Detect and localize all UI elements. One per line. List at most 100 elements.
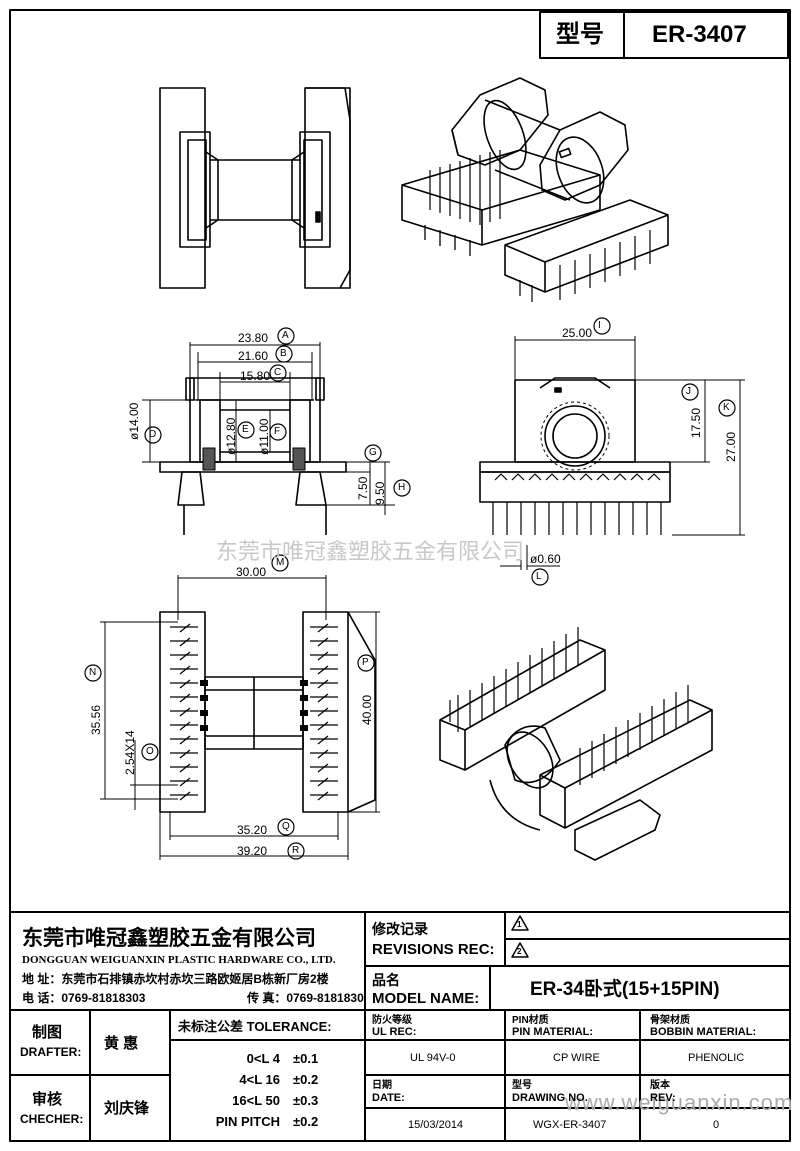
drafter-label-en: DRAFTER: bbox=[20, 1045, 82, 1059]
revision-2: 2 bbox=[517, 947, 522, 956]
dim-letter-F: F bbox=[274, 426, 281, 437]
watermark-url: www.weiguanxin.com bbox=[565, 1090, 794, 1115]
dim-circle-E bbox=[237, 421, 255, 439]
revision-1: 1 bbox=[517, 920, 522, 929]
pin-value: CP WIRE bbox=[553, 1052, 600, 1064]
dim-C: 15.80 bbox=[240, 369, 271, 383]
dim-letter-L: L bbox=[536, 571, 542, 582]
dim-letter-H: H bbox=[398, 482, 406, 493]
dim-M: 30.00 bbox=[236, 565, 267, 579]
checker-label-en: CHECHER: bbox=[20, 1112, 84, 1126]
dim-letter-I: I bbox=[598, 320, 601, 331]
dim-H: 9.50 bbox=[373, 481, 387, 505]
dim-circle-L bbox=[531, 568, 549, 586]
model-name-value: ER-34卧式(15+15PIN) bbox=[530, 979, 720, 1000]
date-value: 15/03/2014 bbox=[408, 1119, 464, 1131]
company-fax: 传 真：0769-8181830 bbox=[247, 991, 364, 1005]
isometric-view-2 bbox=[439, 627, 713, 861]
checker-name: 刘庆锋 bbox=[104, 1100, 150, 1117]
dim-O: 2.54X14 bbox=[123, 730, 137, 775]
dim-N: 35.56 bbox=[89, 704, 103, 735]
dim-B: 21.60 bbox=[238, 349, 269, 363]
dim-P: 40.00 bbox=[360, 694, 374, 725]
dim-letter-G: G bbox=[369, 447, 377, 458]
ul-label-cn: 防火等级 bbox=[372, 1015, 412, 1026]
dim-circle-N bbox=[84, 664, 102, 682]
dim-circle-D bbox=[144, 426, 162, 444]
tolerance-value: ±0.3 bbox=[293, 1093, 319, 1108]
model-header-box bbox=[539, 11, 789, 59]
dim-K: 27.00 bbox=[724, 431, 738, 462]
dim-I: 25.00 bbox=[562, 326, 593, 340]
dim-circle-R bbox=[287, 842, 305, 860]
dim-circle-A bbox=[277, 327, 295, 345]
company-name-cn: 东莞市唯冠鑫塑胶五金有限公司 bbox=[22, 927, 316, 950]
dim-circle-K bbox=[718, 399, 736, 417]
bottom-view bbox=[100, 575, 380, 860]
model-value: ER-3407 bbox=[652, 21, 747, 48]
dim-circle-G bbox=[364, 444, 382, 462]
date-label-cn: 日期 bbox=[372, 1080, 392, 1091]
company-address: 地 址：东莞市石排镇赤坎村赤坎三路欧姬居B栋新厂房2楼 bbox=[22, 972, 329, 986]
dim-A: 23.80 bbox=[238, 331, 269, 345]
drafter-name: 黄 惠 bbox=[104, 1035, 139, 1052]
dim-R: 39.20 bbox=[237, 844, 268, 858]
dim-letter-A: A bbox=[282, 330, 289, 341]
company-phone: 电 话：0769-81818303 bbox=[22, 991, 146, 1005]
ul-value: UL 94V-0 bbox=[410, 1052, 456, 1064]
dim-letter-B: B bbox=[280, 348, 287, 359]
revisions-label-en: REVISIONS REC: bbox=[372, 941, 495, 958]
watermark-company: 东莞市唯冠鑫塑胶五金有限公司 bbox=[216, 539, 525, 564]
dimension-letter-circles bbox=[84, 317, 736, 860]
dwg-value: WGX-ER-3407 bbox=[533, 1119, 607, 1131]
ul-label-en: UL REC: bbox=[372, 1026, 417, 1038]
drafter-label-cn: 制图 bbox=[32, 1024, 63, 1041]
tolerance-range: 4<L 16 bbox=[239, 1072, 280, 1087]
dim-letter-N: N bbox=[89, 667, 97, 678]
tolerance-title: 未标注公差 TOLERANCE: bbox=[178, 1019, 332, 1034]
dim-circle-Q bbox=[277, 818, 295, 836]
title-block bbox=[10, 911, 790, 1141]
dim-E: ø12.80 bbox=[224, 417, 238, 455]
dim-Q: 35.20 bbox=[237, 823, 268, 837]
dim-circle-H bbox=[393, 479, 411, 497]
pin-label-en: PIN MATERIAL: bbox=[512, 1026, 594, 1038]
dim-circle-P bbox=[357, 654, 375, 672]
tolerance-value: ±0.1 bbox=[293, 1051, 319, 1066]
dim-circle-I bbox=[593, 317, 611, 335]
rev-label-en: REV: bbox=[650, 1092, 676, 1104]
dim-G: 7.50 bbox=[356, 476, 370, 500]
front-view bbox=[142, 342, 395, 535]
isometric-view-1 bbox=[401, 77, 669, 302]
dwg-label-en: DRAWING NO. bbox=[512, 1092, 588, 1104]
model-name-label-en: MODEL NAME: bbox=[372, 990, 480, 1007]
dim-circle-B bbox=[275, 345, 293, 363]
model-label: 型号 bbox=[556, 21, 604, 48]
bobbin-value: PHENOLIC bbox=[688, 1052, 745, 1064]
drawing-frame bbox=[9, 9, 791, 1142]
revisions-label-cn: 修改记录 bbox=[372, 921, 428, 937]
checker-label-cn: 审核 bbox=[32, 1091, 63, 1108]
dim-letter-M: M bbox=[276, 557, 285, 568]
rev-label-cn: 版本 bbox=[650, 1080, 670, 1091]
bobbin-label-en: BOBBIN MATERIAL: bbox=[650, 1026, 757, 1038]
dim-J: 17.50 bbox=[689, 407, 703, 438]
dim-circle-J bbox=[681, 383, 699, 401]
dim-letter-R: R bbox=[292, 845, 300, 856]
tolerance-value: ±0.2 bbox=[293, 1072, 319, 1087]
dwg-label-cn: 型号 bbox=[512, 1080, 532, 1091]
dim-circle-C bbox=[269, 364, 287, 382]
tolerance-range: 0<L 4 bbox=[246, 1051, 280, 1066]
dim-letter-O: O bbox=[146, 746, 154, 757]
dim-letter-P: P bbox=[362, 657, 369, 668]
side-section-view bbox=[159, 87, 351, 289]
model-name-label-cn: 品名 bbox=[372, 972, 400, 988]
date-label-en: DATE: bbox=[372, 1092, 405, 1104]
dim-circle-O bbox=[141, 743, 159, 761]
dim-circle-M bbox=[271, 554, 289, 572]
dim-circle-F bbox=[269, 423, 287, 441]
dim-F: ø11.00 bbox=[257, 418, 271, 455]
dim-letter-J: J bbox=[686, 386, 691, 397]
company-name-en: DONGGUAN WEIGUANXIN PLASTIC HARDWARE CO.… bbox=[22, 954, 336, 966]
